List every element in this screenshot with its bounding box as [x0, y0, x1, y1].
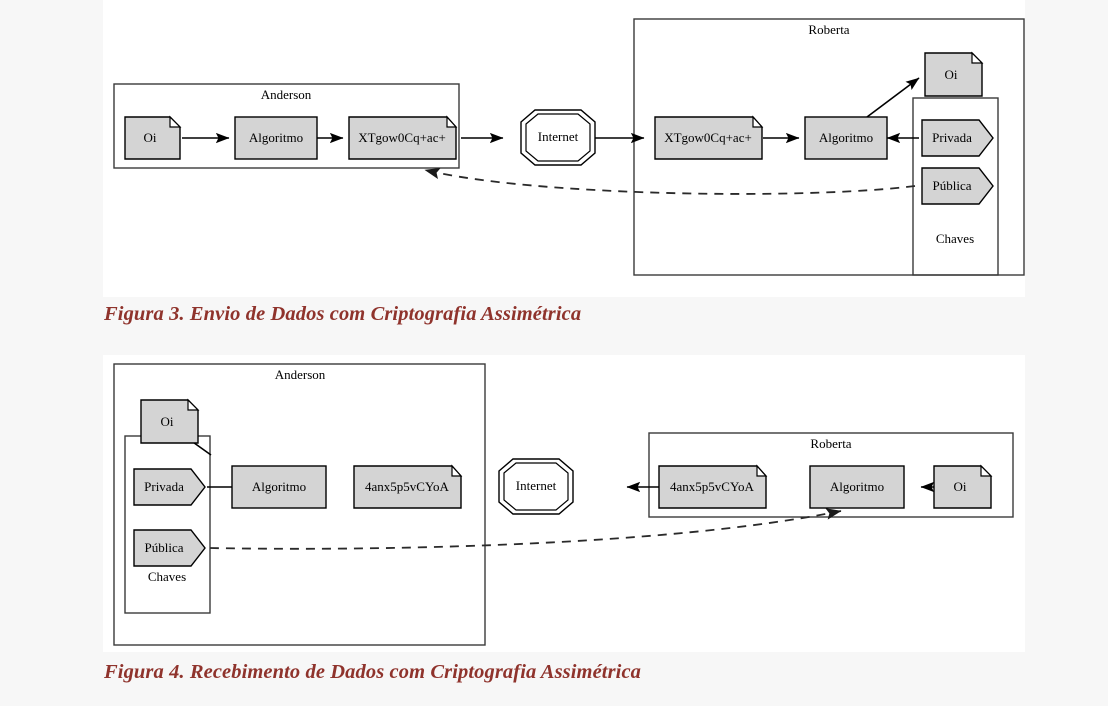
- node-receiver-algorithm: Algoritmo: [231, 465, 327, 509]
- figure-4-diagram: Anderson Roberta Chaves Oi Privada: [113, 363, 1014, 646]
- node-receiver-cipher: XTgow0Cq+ac+: [654, 115, 764, 160]
- container-roberta: [633, 18, 1025, 276]
- container-roberta-label: Roberta: [808, 22, 849, 37]
- svg-text:4anx5p5vCYoA: 4anx5p5vCYoA: [670, 479, 755, 494]
- svg-text:Algoritmo: Algoritmo: [830, 479, 884, 494]
- node-internet: Internet: [498, 458, 574, 515]
- svg-text:Internet: Internet: [538, 129, 579, 144]
- container-chaves-label: Chaves: [148, 569, 186, 584]
- node-sender-cipher: XTgow0Cq+ac+: [348, 115, 458, 160]
- svg-text:Oi: Oi: [954, 479, 967, 494]
- svg-text:Algoritmo: Algoritmo: [252, 479, 306, 494]
- node-key-publica: Pública: [133, 529, 206, 567]
- svg-text:Privada: Privada: [932, 130, 972, 145]
- node-receiver-algorithm: Algoritmo: [804, 116, 888, 160]
- svg-text:Oi: Oi: [144, 130, 157, 145]
- node-receiver-plain: Oi: [924, 51, 984, 97]
- figure-3-caption: Figura 3. Envio de Dados com Criptografi…: [104, 303, 582, 325]
- node-sender-algorithm: Algoritmo: [809, 465, 905, 509]
- figure-3-diagram: Roberta Anderson Chaves Oi Algoritmo: [113, 18, 1025, 276]
- container-roberta-label: Roberta: [810, 436, 851, 451]
- node-receiver-plain: Oi: [140, 398, 200, 444]
- container-anderson: [113, 83, 460, 169]
- svg-text:4anx5p5vCYoA: 4anx5p5vCYoA: [365, 479, 450, 494]
- svg-text:XTgow0Cq+ac+: XTgow0Cq+ac+: [664, 130, 752, 145]
- node-receiver-cipher: 4anx5p5vCYoA: [353, 464, 463, 509]
- container-anderson-label: Anderson: [275, 367, 326, 382]
- container-chaves: [124, 435, 211, 614]
- svg-text:Algoritmo: Algoritmo: [249, 130, 303, 145]
- svg-text:Pública: Pública: [933, 178, 972, 193]
- svg-text:Internet: Internet: [516, 478, 557, 493]
- svg-text:Oi: Oi: [161, 414, 174, 429]
- node-key-privada: Privada: [921, 119, 994, 157]
- connector-public-key-dashed: [209, 508, 842, 550]
- node-sender-cipher: 4anx5p5vCYoA: [658, 464, 768, 509]
- connector-public-key-dashed: [424, 167, 916, 195]
- svg-text:Algoritmo: Algoritmo: [819, 130, 873, 145]
- node-sender-plain: Oi: [124, 115, 182, 160]
- figure-4-caption: Figura 4. Recebimento de Dados com Cript…: [104, 661, 641, 683]
- svg-text:Privada: Privada: [144, 479, 184, 494]
- node-key-privada: Privada: [133, 468, 206, 506]
- connector-algorithm-to-receiver-plain: [866, 77, 920, 118]
- node-sender-plain: Oi: [933, 464, 993, 509]
- svg-text:Pública: Pública: [145, 540, 184, 555]
- svg-text:XTgow0Cq+ac+: XTgow0Cq+ac+: [358, 130, 446, 145]
- node-internet: Internet: [520, 109, 596, 166]
- node-key-publica: Pública: [921, 167, 994, 205]
- node-sender-algorithm: Algoritmo: [234, 116, 318, 160]
- container-anderson: [113, 363, 486, 646]
- container-anderson-label: Anderson: [261, 87, 312, 102]
- container-chaves-label: Chaves: [936, 231, 974, 246]
- svg-text:Oi: Oi: [945, 67, 958, 82]
